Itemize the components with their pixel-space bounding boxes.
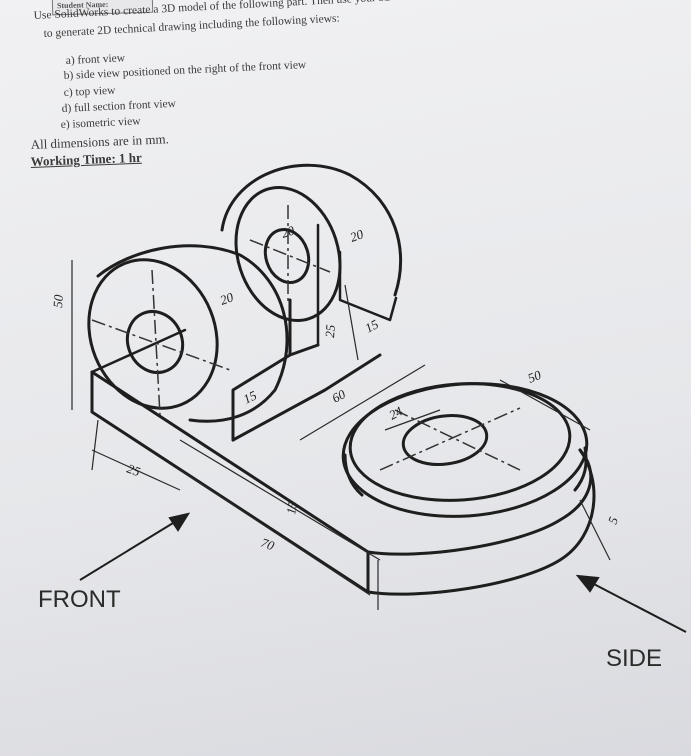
dim-20-upright-b: 20: [348, 226, 366, 245]
dim-24: 24: [386, 403, 405, 423]
dim-25-upright: 25: [322, 324, 338, 339]
dim-60: 60: [329, 386, 348, 406]
dim-20-boss: 20: [218, 289, 236, 308]
dim-50-right: 50: [526, 367, 544, 386]
side-label: SIDE: [606, 645, 663, 672]
dim-70: 70: [259, 535, 277, 554]
dim-5: 5: [605, 514, 621, 526]
dim-50-left: 50: [50, 294, 66, 309]
dim-20-upright-a: 20: [279, 222, 296, 240]
dim-25-base: 25: [125, 461, 143, 480]
dim-15-upright: 15: [362, 316, 381, 336]
dim-15-web: 15: [241, 387, 260, 406]
dim-15-base: 15: [283, 500, 300, 516]
front-label: FRONT: [38, 586, 121, 613]
